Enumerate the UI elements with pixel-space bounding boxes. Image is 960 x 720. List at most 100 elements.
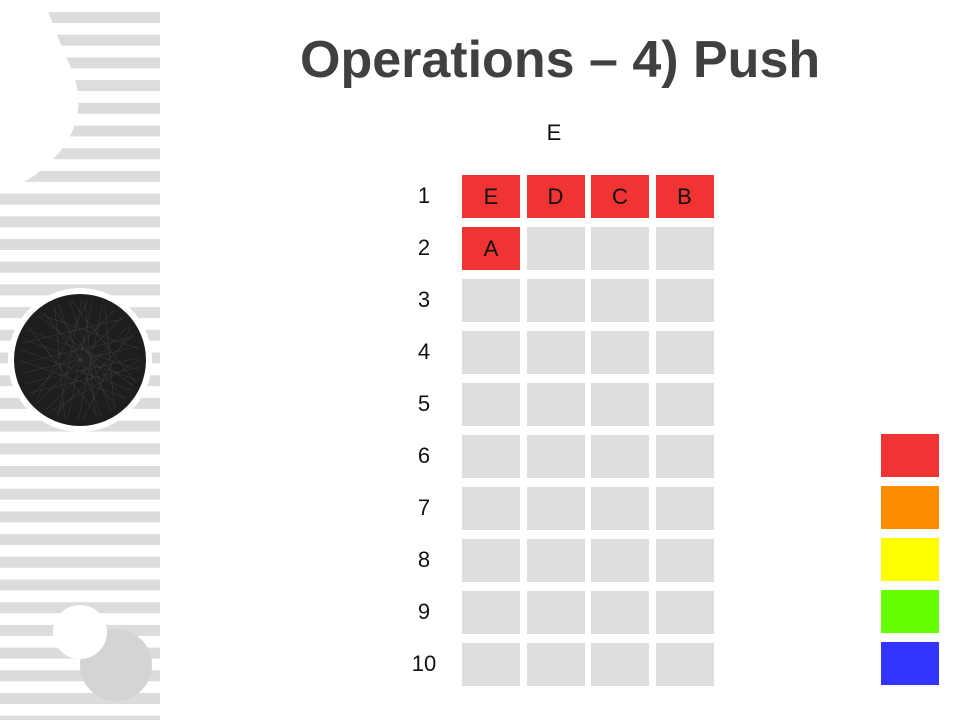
stack-cell-empty bbox=[655, 591, 714, 634]
stack-cell-empty bbox=[462, 279, 520, 322]
legend-swatch bbox=[881, 434, 939, 477]
decor-orb-line bbox=[57, 303, 102, 417]
stack-cell-empty bbox=[462, 331, 520, 374]
stack-cell-filled: A bbox=[462, 227, 520, 270]
decor-circle-white bbox=[53, 605, 107, 659]
decor-orb-line bbox=[55, 333, 135, 416]
stack-cell-filled: C bbox=[591, 175, 649, 218]
stack-cell-empty bbox=[655, 227, 714, 270]
slide-title: Operations – 4) Push bbox=[300, 31, 821, 89]
stack-cell-empty bbox=[462, 539, 520, 582]
stack-cell-empty bbox=[591, 435, 649, 478]
stack-cell-empty bbox=[655, 383, 714, 426]
decor-orb-line bbox=[20, 349, 132, 391]
row-label: 5 bbox=[417, 391, 431, 416]
stack-cell-empty bbox=[526, 591, 585, 634]
stack-cell-empty bbox=[591, 643, 649, 686]
decor-stripe bbox=[0, 693, 160, 704]
row-label: 9 bbox=[417, 599, 431, 624]
decor-stripe bbox=[0, 715, 160, 720]
stack-cell-empty bbox=[462, 643, 520, 686]
stack-cell-empty bbox=[655, 539, 714, 582]
decor-stripe bbox=[0, 239, 160, 250]
stack-cell-empty bbox=[526, 435, 585, 478]
stack-cell-empty bbox=[462, 435, 520, 478]
legend-swatch bbox=[881, 538, 939, 581]
decor-stripe bbox=[0, 534, 160, 546]
decor-stripe bbox=[0, 466, 160, 477]
stack-cell-empty bbox=[591, 279, 649, 322]
stack-cell-empty bbox=[655, 643, 714, 686]
stack-cell-empty bbox=[591, 487, 649, 530]
stack-cell-empty bbox=[526, 279, 585, 322]
decor-stripe bbox=[0, 125, 160, 137]
stack-cell-empty bbox=[462, 487, 520, 530]
decor-stripe bbox=[0, 579, 160, 591]
stack-cell-empty bbox=[655, 487, 714, 530]
stack-cell-empty bbox=[655, 435, 714, 478]
stack-cell-empty bbox=[655, 331, 714, 374]
stack-cell-empty bbox=[591, 383, 649, 426]
stack-cell-empty bbox=[591, 331, 649, 374]
row-label: 1 bbox=[417, 183, 431, 208]
decor-stripe bbox=[0, 511, 160, 523]
decor-stripe bbox=[0, 57, 160, 69]
decorative-stripe-panel bbox=[0, 0, 160, 720]
stack-cell-empty bbox=[591, 227, 649, 270]
decor-stripe bbox=[0, 80, 160, 92]
stack-cell-empty bbox=[526, 487, 585, 530]
decor-orb-line bbox=[68, 300, 112, 412]
stack-cell-empty bbox=[526, 643, 585, 686]
decor-orb-line bbox=[45, 325, 130, 410]
decor-orb-line bbox=[29, 327, 99, 418]
decor-orb-line bbox=[58, 299, 82, 416]
stack-cell-empty bbox=[526, 383, 585, 426]
decor-stripe bbox=[0, 12, 160, 23]
legend-swatch bbox=[881, 486, 939, 529]
decor-orb-line bbox=[78, 304, 103, 421]
stack-cell-filled: D bbox=[526, 175, 585, 218]
decor-orb-line bbox=[22, 318, 124, 344]
stack-cell-empty bbox=[591, 539, 649, 582]
decor-stripe bbox=[0, 216, 160, 228]
decor-orb-line bbox=[24, 357, 140, 384]
decor-stripe bbox=[0, 443, 160, 455]
decor-stripe bbox=[0, 148, 160, 160]
decor-stripe bbox=[0, 670, 160, 682]
decor-stripe bbox=[0, 34, 160, 46]
legend-swatch bbox=[881, 590, 939, 633]
stack-cell-empty bbox=[462, 591, 520, 634]
decor-orb-line bbox=[29, 366, 140, 394]
decor-orb-line bbox=[38, 316, 135, 387]
stack-cell-empty bbox=[526, 227, 585, 270]
row-label: 4 bbox=[417, 339, 431, 364]
decor-orb-line bbox=[71, 300, 136, 383]
row-label: 3 bbox=[417, 287, 431, 312]
decor-stripe bbox=[0, 261, 160, 273]
decor-stripe bbox=[0, 170, 160, 182]
row-label: 8 bbox=[417, 547, 431, 572]
decor-stripe bbox=[0, 102, 160, 114]
stack-cell-filled: E bbox=[462, 175, 520, 218]
decor-stripe bbox=[0, 556, 160, 568]
stack-cell-empty bbox=[591, 591, 649, 634]
decor-orb-line bbox=[40, 314, 140, 350]
decor-stripe bbox=[0, 488, 160, 500]
stack-cell-filled: B bbox=[655, 175, 714, 218]
pending-push-item: E bbox=[546, 120, 562, 145]
row-label: 7 bbox=[417, 495, 431, 520]
stack-cell-empty bbox=[462, 383, 520, 426]
row-label: 6 bbox=[417, 443, 431, 468]
stack-cell-empty bbox=[526, 331, 585, 374]
legend-swatch bbox=[881, 642, 939, 685]
stack-cell-empty bbox=[655, 279, 714, 322]
row-label: 2 bbox=[417, 235, 431, 260]
decor-orb-line bbox=[19, 360, 127, 399]
decor-stripe bbox=[0, 193, 160, 205]
decor-orb-texture bbox=[19, 299, 141, 421]
stack-cell-empty bbox=[526, 539, 585, 582]
decor-orb-line bbox=[35, 300, 89, 401]
decor-cutout-top bbox=[0, 0, 79, 190]
decor-orb-line bbox=[54, 305, 66, 419]
row-label: 10 bbox=[411, 651, 437, 676]
